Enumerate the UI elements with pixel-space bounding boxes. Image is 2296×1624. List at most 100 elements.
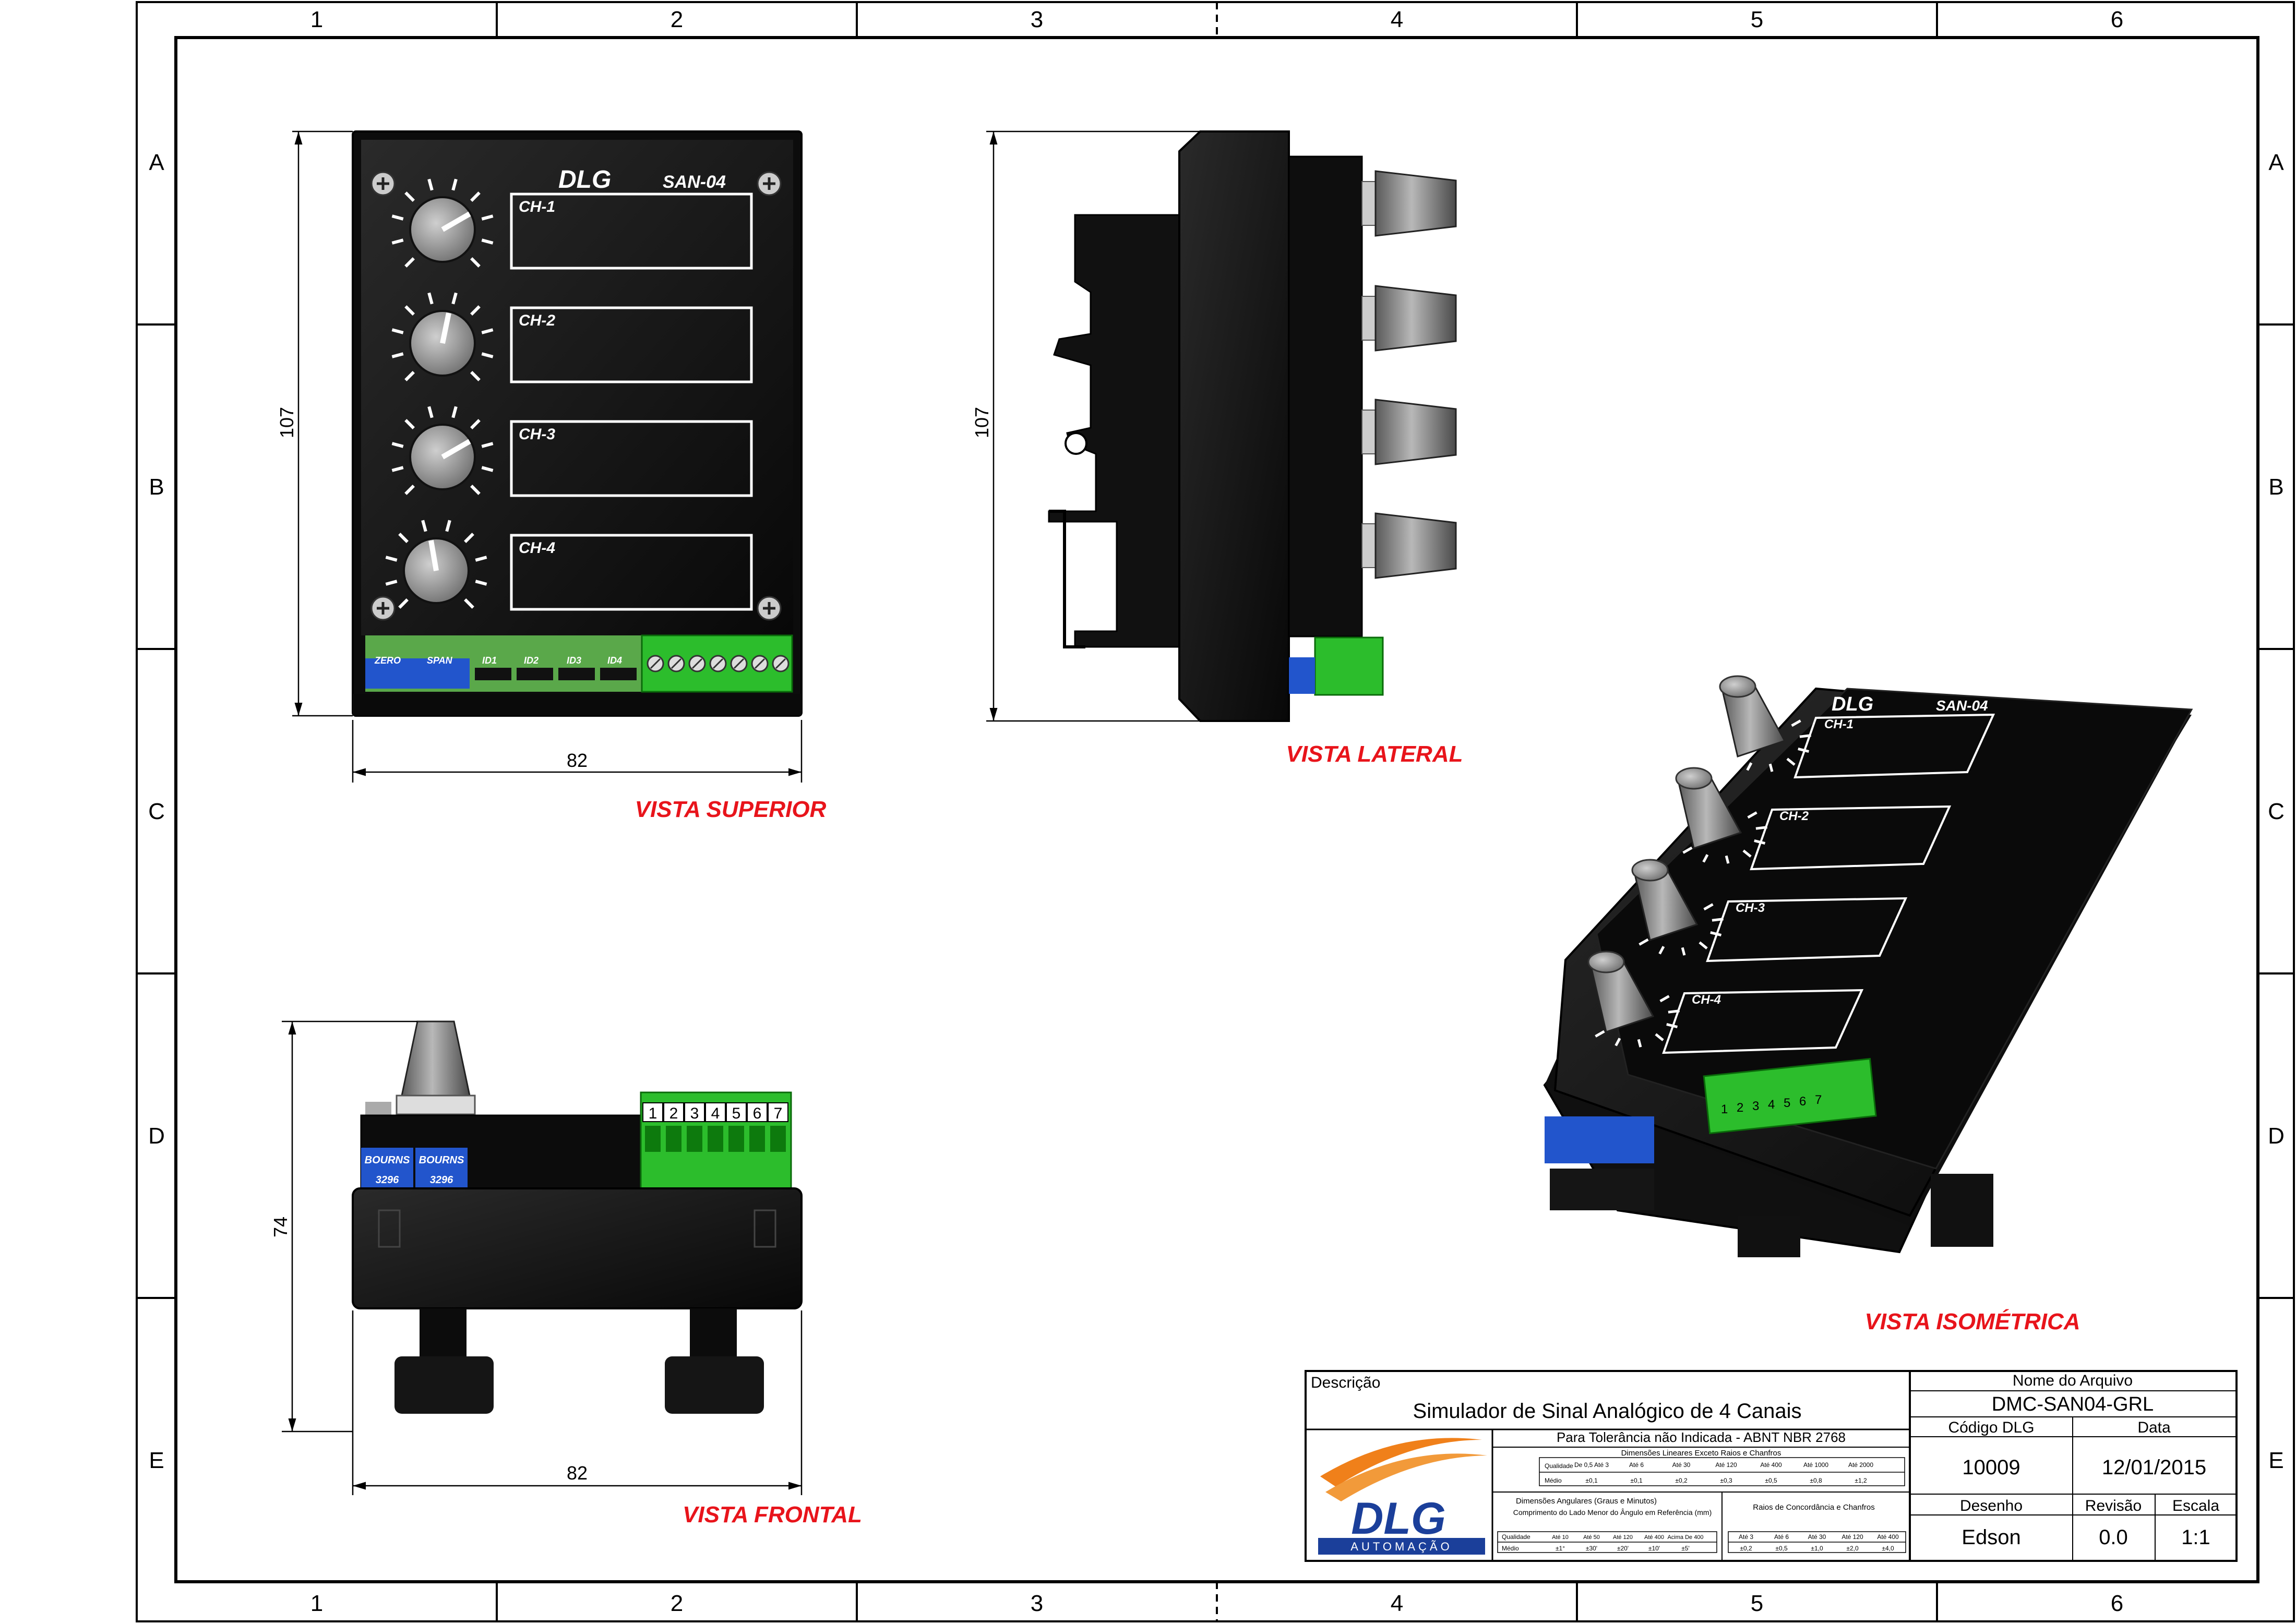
board-label: ID3 — [567, 655, 581, 666]
scale-tick — [391, 214, 404, 221]
channel-label: CH-4 — [519, 539, 555, 557]
scale-label: Escala — [2172, 1497, 2219, 1514]
channel-1: CH-1 — [409, 193, 753, 270]
range-cell: Até 10 — [1552, 1534, 1569, 1541]
scale-tick — [385, 580, 398, 586]
quality-label: Qualidade — [1502, 1533, 1530, 1541]
value-cell: ±1,0 — [1811, 1545, 1823, 1552]
iso-model: SAN-04 — [1936, 697, 1988, 714]
potentiometer-knob-icon — [1374, 512, 1457, 579]
scale-tick — [391, 352, 404, 358]
value-cell: ±0,3 — [1720, 1477, 1732, 1484]
range-cell: Até 3 — [1739, 1533, 1753, 1541]
logo-subtext: AUTOMAÇÃO — [1350, 1540, 1452, 1553]
terminal-number: 5 — [732, 1105, 741, 1122]
scale-tick — [470, 191, 481, 202]
channel-label: CH-2 — [1779, 809, 1809, 823]
scale-tick — [445, 520, 451, 532]
scale-tick — [391, 442, 404, 448]
value-cell: ±2,0 — [1846, 1545, 1859, 1552]
front-view-body — [352, 1187, 803, 1309]
title-block-text: Descrição Simulador de Sinal Analógico d… — [1311, 1372, 2219, 1555]
scale-tick — [464, 533, 474, 543]
scale-tick — [481, 238, 494, 245]
iso-brand: DLG — [1832, 693, 1873, 715]
terminal-number: 7 — [774, 1105, 783, 1122]
screw-icon — [757, 596, 782, 621]
front-view-dimensions — [282, 1020, 803, 1495]
zone-column-label: 4 — [1391, 1591, 1403, 1616]
value-cell: ±1° — [1556, 1545, 1565, 1552]
scale-tick — [475, 556, 487, 562]
scale-tick — [391, 466, 404, 472]
terminal-number: 1 — [649, 1105, 657, 1122]
scale-tick — [470, 485, 481, 495]
scale-tick — [398, 598, 409, 609]
value-cell: ±10' — [1648, 1545, 1660, 1552]
terminal-number: 3 — [1752, 1099, 1759, 1113]
code-value: 10009 — [1962, 1456, 2020, 1479]
range-cell: Até 120 — [1715, 1461, 1737, 1469]
scale-tick — [475, 580, 487, 586]
zone-column-label: 1 — [310, 1591, 323, 1616]
dimension-height: 74 — [270, 1217, 291, 1237]
terminal-number: 3 — [690, 1105, 699, 1122]
value-cell: ±5' — [1681, 1545, 1690, 1552]
file-name: DMC-SAN04-GRL — [1992, 1393, 2154, 1415]
board-label: ZERO — [374, 655, 401, 666]
scale-tick — [427, 292, 434, 305]
scale-tick — [481, 466, 494, 472]
iso-knobs — [1587, 675, 1811, 1048]
view-label-front: VISTA FRONTAL — [683, 1502, 862, 1527]
scale-tick — [404, 257, 415, 268]
terminal-number: 4 — [1768, 1098, 1775, 1112]
zone-row-label: E — [2268, 1448, 2283, 1473]
zone-column-label: 2 — [671, 7, 683, 32]
scale-tick — [404, 485, 415, 495]
iso-top-panel — [1596, 688, 2193, 1170]
range-cell: Até 400 — [1877, 1533, 1899, 1541]
range-cell: Até 30 — [1672, 1461, 1691, 1469]
zone-row-label: B — [2268, 474, 2283, 500]
linear-header: Dimensões Lineares Exceto Raios e Chanfr… — [1621, 1449, 1781, 1458]
value-cell: ±0,2 — [1740, 1545, 1752, 1552]
range-cell: Até 120 — [1841, 1533, 1863, 1541]
range-cell: Até 2000 — [1848, 1461, 1873, 1469]
zone-row-label: A — [2268, 150, 2284, 175]
terminal-number: 2 — [669, 1105, 678, 1122]
scale-tick — [421, 520, 427, 532]
screw-icon — [370, 596, 396, 621]
trimmer-label: 3296 — [430, 1174, 453, 1186]
range-cell: Até 1000 — [1803, 1461, 1828, 1469]
channel-2: CH-2 — [409, 306, 753, 383]
channel-label: CH-1 — [1824, 717, 1853, 731]
revision-label: Revisão — [2085, 1497, 2142, 1514]
scale-tick — [451, 292, 458, 305]
top-view-brand: DLG — [558, 166, 611, 194]
channel-label: CH-1 — [519, 198, 555, 215]
iso-channels: CH-1 CH-2 CH-3 CH-4 — [1662, 713, 1995, 1054]
dimension-width: 82 — [567, 1462, 588, 1484]
scale-tick — [464, 598, 474, 609]
range-cell: Até 30 — [1808, 1533, 1826, 1541]
value-cell: ±0,8 — [1810, 1477, 1822, 1484]
scale-tick — [481, 442, 494, 448]
scale-tick — [404, 305, 415, 316]
scale-tick — [427, 178, 434, 191]
zone-row-label: D — [2268, 1123, 2285, 1149]
radii-header: Raios de Concordância e Chanfros — [1753, 1503, 1874, 1512]
scale-tick — [391, 328, 404, 334]
top-view: DLG SAN-04 CH-1 CH-2 CH-3 — [276, 130, 827, 822]
channel-label: CH-4 — [1692, 993, 1721, 1007]
view-label-side: VISTA LATERAL — [1286, 741, 1463, 767]
scale-tick — [470, 371, 481, 381]
iso-trimmers — [1545, 1116, 1654, 1163]
trimmer-label: 3296 — [376, 1174, 399, 1186]
